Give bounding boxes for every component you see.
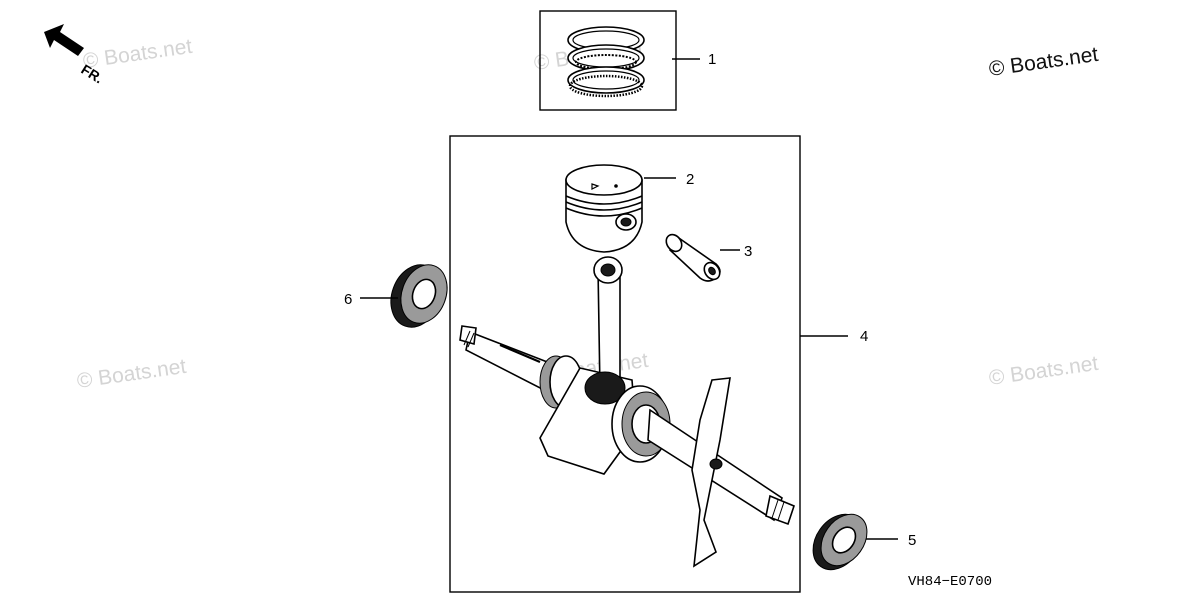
diagram-code: VH84−E0700	[908, 574, 992, 590]
watermark: © Boats.net	[987, 352, 1099, 390]
oil-seal-right-icon	[812, 513, 868, 571]
callout-4: 4	[860, 328, 868, 345]
callout-2: 2	[686, 171, 694, 188]
piston-rings-icon	[567, 26, 645, 98]
piston-icon	[565, 164, 643, 253]
watermark: © Boats.net	[987, 43, 1099, 81]
callout-1: 1	[708, 51, 716, 68]
callout-6: 6	[344, 291, 352, 308]
crankshaft-icon	[459, 256, 795, 568]
oil-seal-left-icon	[390, 264, 448, 328]
watermark: © Boats.net	[75, 355, 187, 393]
callout-3: 3	[744, 243, 752, 260]
piston-rings-box	[539, 10, 677, 111]
crankshaft-assembly-box	[449, 135, 801, 593]
piston-pin-icon	[665, 233, 721, 282]
callout-5: 5	[908, 532, 916, 549]
